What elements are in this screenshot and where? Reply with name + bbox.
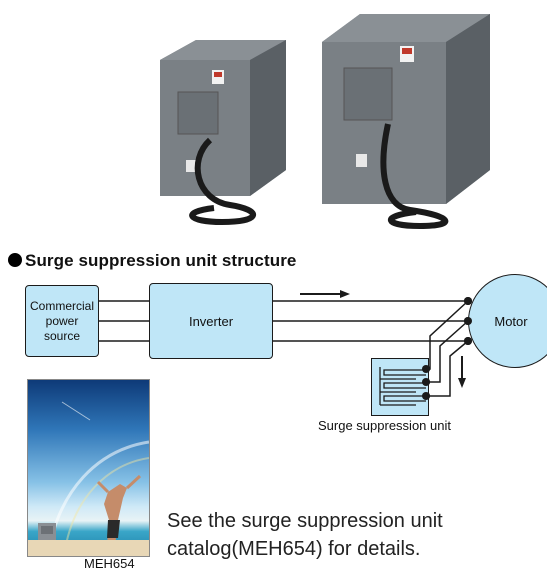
surge-unit-caption: Surge suppression unit	[318, 418, 451, 433]
inverter-box: Inverter	[149, 283, 273, 359]
surge-suppression-unit-box	[371, 358, 429, 416]
catalog-cover-image	[27, 379, 150, 557]
catalog-note-line-1: See the surge suppression unit	[167, 510, 443, 532]
catalog-code-label: MEH654	[84, 556, 135, 571]
catalog-cover-art	[28, 401, 149, 556]
small-device-illustration	[160, 40, 286, 226]
capacitor-plates-icon	[379, 367, 426, 406]
product-photo	[160, 14, 490, 230]
current-arrow-right	[300, 290, 350, 298]
large-device-illustration	[322, 14, 490, 230]
catalog-note-line-2: catalog(MEH654) for details.	[167, 538, 421, 560]
commercial-power-source-box: Commercial power source	[25, 285, 99, 357]
branch-wire-3	[426, 340, 469, 397]
current-arrow-down	[458, 356, 466, 388]
section-heading: Surge suppression unit structure	[8, 251, 296, 271]
motor-node: Motor	[468, 274, 547, 368]
branch-wire-2	[426, 320, 469, 383]
bullet-icon	[8, 253, 22, 267]
